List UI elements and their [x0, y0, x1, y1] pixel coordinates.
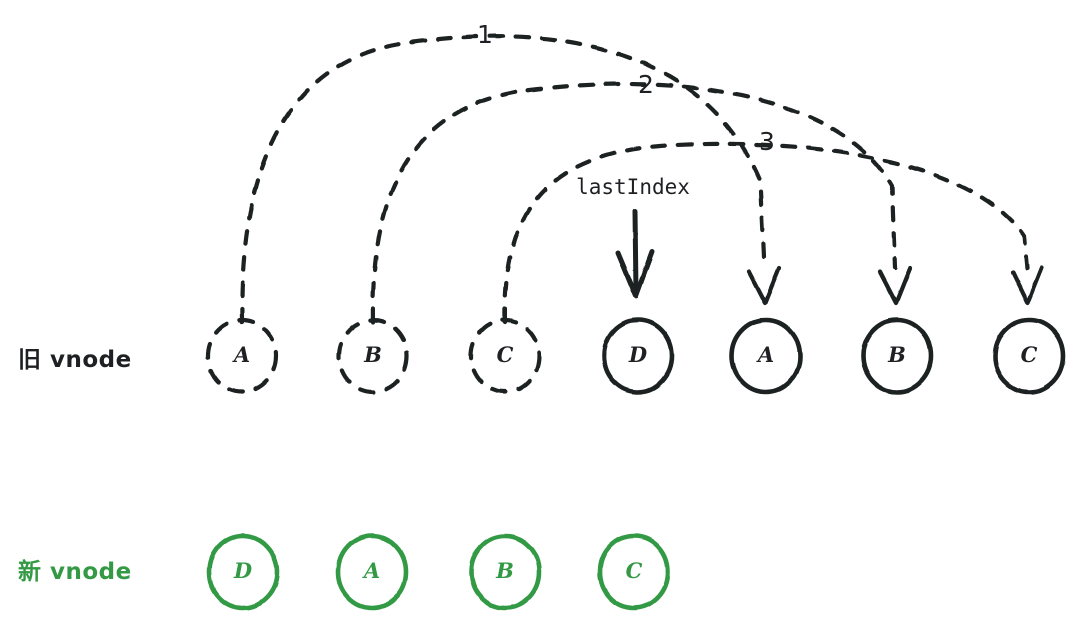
move-curve-1 — [239, 34, 767, 325]
old-node-circle-b — [336, 317, 410, 395]
new-node-circle-a — [335, 533, 409, 611]
old-vnode-row-label: 旧 vnode — [18, 347, 132, 373]
lastindex-arrow-group — [615, 208, 655, 299]
lastindex-label: lastIndex — [576, 175, 690, 199]
lastindex-arrow-shaft — [632, 208, 639, 295]
new-node-circle-b — [468, 533, 542, 611]
move-curve-2-arrowhead — [877, 265, 913, 306]
old-row-nodes — [205, 317, 1066, 395]
new-row-nodes — [206, 533, 671, 611]
move-curve-2 — [370, 81, 898, 325]
new-node-circle-c — [597, 533, 671, 611]
old-node-circle-a2 — [729, 317, 803, 395]
old-node-circle-d — [601, 317, 675, 395]
move-curve-3-arrowhead — [1010, 265, 1045, 306]
lastindex-arrow-head — [615, 249, 655, 299]
move-curve-label-3: 3 — [759, 127, 775, 156]
old-node-circle-c2 — [992, 317, 1066, 395]
new-vnode-row-label: 新 vnode — [18, 559, 132, 585]
old-node-circle-b2 — [860, 317, 934, 395]
move-curve-label-1: 1 — [477, 20, 493, 49]
old-node-circle-c — [468, 317, 542, 395]
old-node-circle-a — [205, 317, 279, 395]
move-curve-3 — [502, 141, 1030, 325]
move-curve-1-arrowhead — [746, 265, 782, 306]
move-curves-group — [239, 34, 1045, 325]
new-node-circle-d — [206, 533, 280, 611]
move-curve-label-2: 2 — [638, 70, 654, 99]
